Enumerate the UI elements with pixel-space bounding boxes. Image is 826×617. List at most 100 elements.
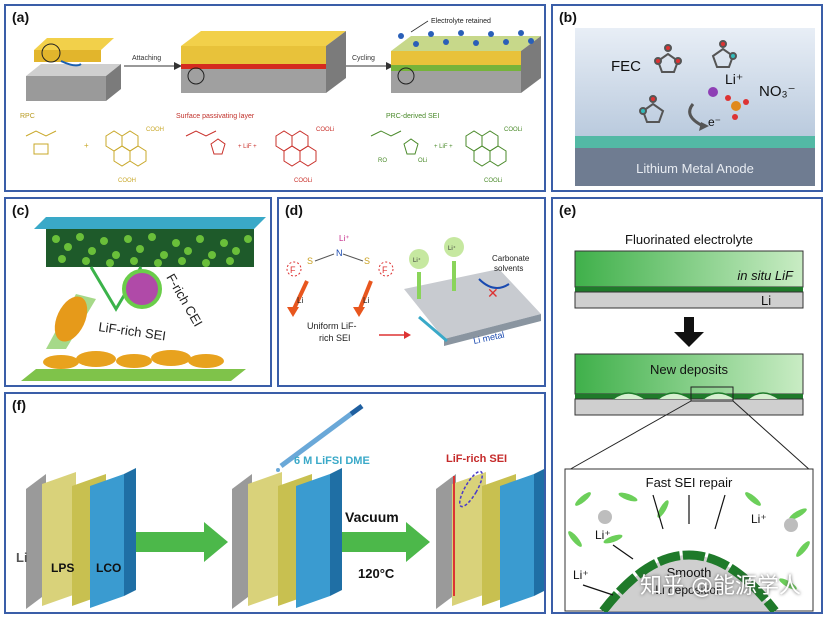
cooli-1: COOLi [316, 127, 334, 133]
cell-3 [436, 469, 544, 609]
fec-label: FEC [611, 58, 641, 75]
f-lps: LPS [51, 561, 74, 575]
anode-label: Lithium Metal Anode [636, 161, 754, 176]
sei-particle-icon [54, 296, 88, 342]
watermark: 知乎 @能源学人 [640, 574, 801, 599]
d-uniform: Uniform LiF- [307, 321, 357, 331]
cei-particle-icon [122, 269, 162, 309]
li-ion-2-icon [444, 237, 464, 257]
anode-particles [43, 350, 224, 369]
cooh-1: COOH [146, 127, 164, 133]
molecule-icon-2 [711, 40, 737, 68]
molecule-icon-3 [639, 95, 665, 123]
panel-f-label: (f) [12, 397, 26, 413]
attaching-text: Attaching [132, 55, 161, 62]
panel-b-drawing: Lithium Metal Anode FEC Li⁺ NO₃⁻ e⁻ [575, 28, 815, 186]
panel-c: (c) F-rich CEI LiF-rich SEI [4, 197, 272, 387]
panel-c-drawing: F-rich CEI LiF-rich SEI [21, 217, 266, 381]
panel-a-drawing: RPC Attaching Surface passivating layer … [20, 18, 541, 184]
electron-arrow-icon [688, 103, 704, 128]
electrolyte-retained-text: Electrolyte retained [431, 18, 491, 25]
ro-text: RO [378, 158, 387, 164]
d-f1: F [290, 265, 296, 275]
panel-b: (b) Lithium Metal Anode FEC Li⁺ [551, 4, 823, 192]
rpc-structures [25, 130, 147, 167]
panel-c-label: (c) [12, 202, 30, 218]
e-smooth: Smooth [667, 565, 712, 580]
oli-text: OLi [418, 158, 427, 164]
pipette-icon [276, 403, 364, 472]
d-uniform2: rich SEI [319, 333, 351, 343]
sei-label: LiF-rich SEI [98, 319, 167, 343]
no3-label: NO₃⁻ [759, 83, 796, 100]
arrow-2-icon [342, 522, 430, 562]
panel-d-drawing: Li⁺ N S S F F Li Li Uniform LiF- rich SE… [286, 234, 541, 346]
cei-label: F-rich CEI [163, 271, 205, 329]
d-solvents: solvents [494, 264, 523, 273]
prc-structures [370, 130, 507, 167]
e-li-deposition: Li deposition [655, 583, 722, 597]
panel-e-drawing: Fluorinated electrolyte in situ LiF Li N… [564, 232, 814, 612]
d-li1: Li [297, 296, 303, 305]
e-li: Li [761, 293, 771, 308]
prc-block [391, 36, 541, 93]
f-li: Li [16, 550, 28, 565]
cooli-2: COOLi [294, 178, 312, 184]
lif-flakes [568, 492, 810, 590]
panel-d: (d) Li⁺ N S S F F Li Li Uniform LiF- ric… [277, 197, 546, 387]
d-carbonate: Carbonate [492, 254, 530, 263]
e-minus-label: e⁻ [708, 115, 721, 129]
e-title: Fluorinated electrolyte [625, 232, 753, 247]
panel-f-drawing: Li LPS LCO 6 M LiFSI DME Vacuum 120°C [16, 403, 544, 609]
panel-a-label: (a) [12, 9, 30, 25]
d-li-ion2: Li⁺ [448, 245, 456, 252]
arrow-1-icon [136, 522, 228, 562]
panel-a: (a) RPC Attaching Surface passivating la… [4, 4, 546, 192]
panel-e: (e) Fluorinated electrolyte in situ LiF … [551, 197, 823, 614]
d-li-plus: Li⁺ [339, 234, 349, 243]
cooli-4: COOLi [484, 178, 502, 184]
f-temp: 120°C [358, 566, 395, 581]
blocked-x-icon: ✕ [487, 285, 499, 301]
li-plus-label: Li⁺ [725, 71, 743, 87]
e-li-p1: Li⁺ [595, 528, 611, 542]
li-ion-e2-icon [784, 518, 798, 532]
panel-d-label: (d) [285, 202, 303, 218]
electrolyte-dots [398, 30, 534, 47]
cycling-text: Cycling [352, 55, 375, 62]
li-ion-e1-icon [598, 510, 612, 524]
surface-layer-text: Surface passivating layer [176, 113, 255, 120]
panel-f: (f) Li LPS LCO 6 M LiFSI DME [4, 392, 546, 614]
lif-1: + LiF + [238, 144, 257, 150]
cooh-2: COOH [118, 178, 136, 184]
cooli-3: COOLi [504, 127, 522, 133]
e-fast-repair: Fast SEI repair [646, 475, 733, 490]
rpc-block [26, 38, 121, 101]
lif-2: + LiF + [434, 144, 453, 150]
plus-1: + [84, 141, 89, 150]
e-li-p3: Li⁺ [573, 568, 589, 582]
li-ion-1-icon [409, 249, 429, 269]
cell-1 [26, 468, 136, 609]
panel-b-label: (b) [559, 9, 577, 25]
f-electrolyte: 6 M LiFSI DME [294, 455, 370, 467]
d-n: N [336, 248, 343, 258]
fec-molecule-icon [654, 44, 682, 73]
cell-2 [232, 468, 342, 609]
d-li-ion1: Li⁺ [413, 257, 421, 264]
d-f2: F [382, 265, 388, 275]
f-vacuum: Vacuum [345, 509, 399, 525]
nitrate-icon [725, 95, 749, 120]
f-lco: LCO [96, 561, 121, 575]
d-li2: Li [363, 296, 369, 305]
li-ion-dot [708, 87, 718, 97]
passivated-block [181, 31, 346, 93]
down-arrow-icon [684, 317, 694, 332]
e-new-deposits: New deposits [650, 362, 729, 377]
cathode-particles [52, 233, 252, 267]
e-insitu: in situ LiF [737, 268, 794, 283]
surface-structures [185, 130, 317, 167]
prc-sei-text: PRC-derived SEI [386, 113, 439, 120]
f-lif-sei: LiF-rich SEI [446, 453, 507, 465]
d-s2: S [364, 256, 370, 266]
